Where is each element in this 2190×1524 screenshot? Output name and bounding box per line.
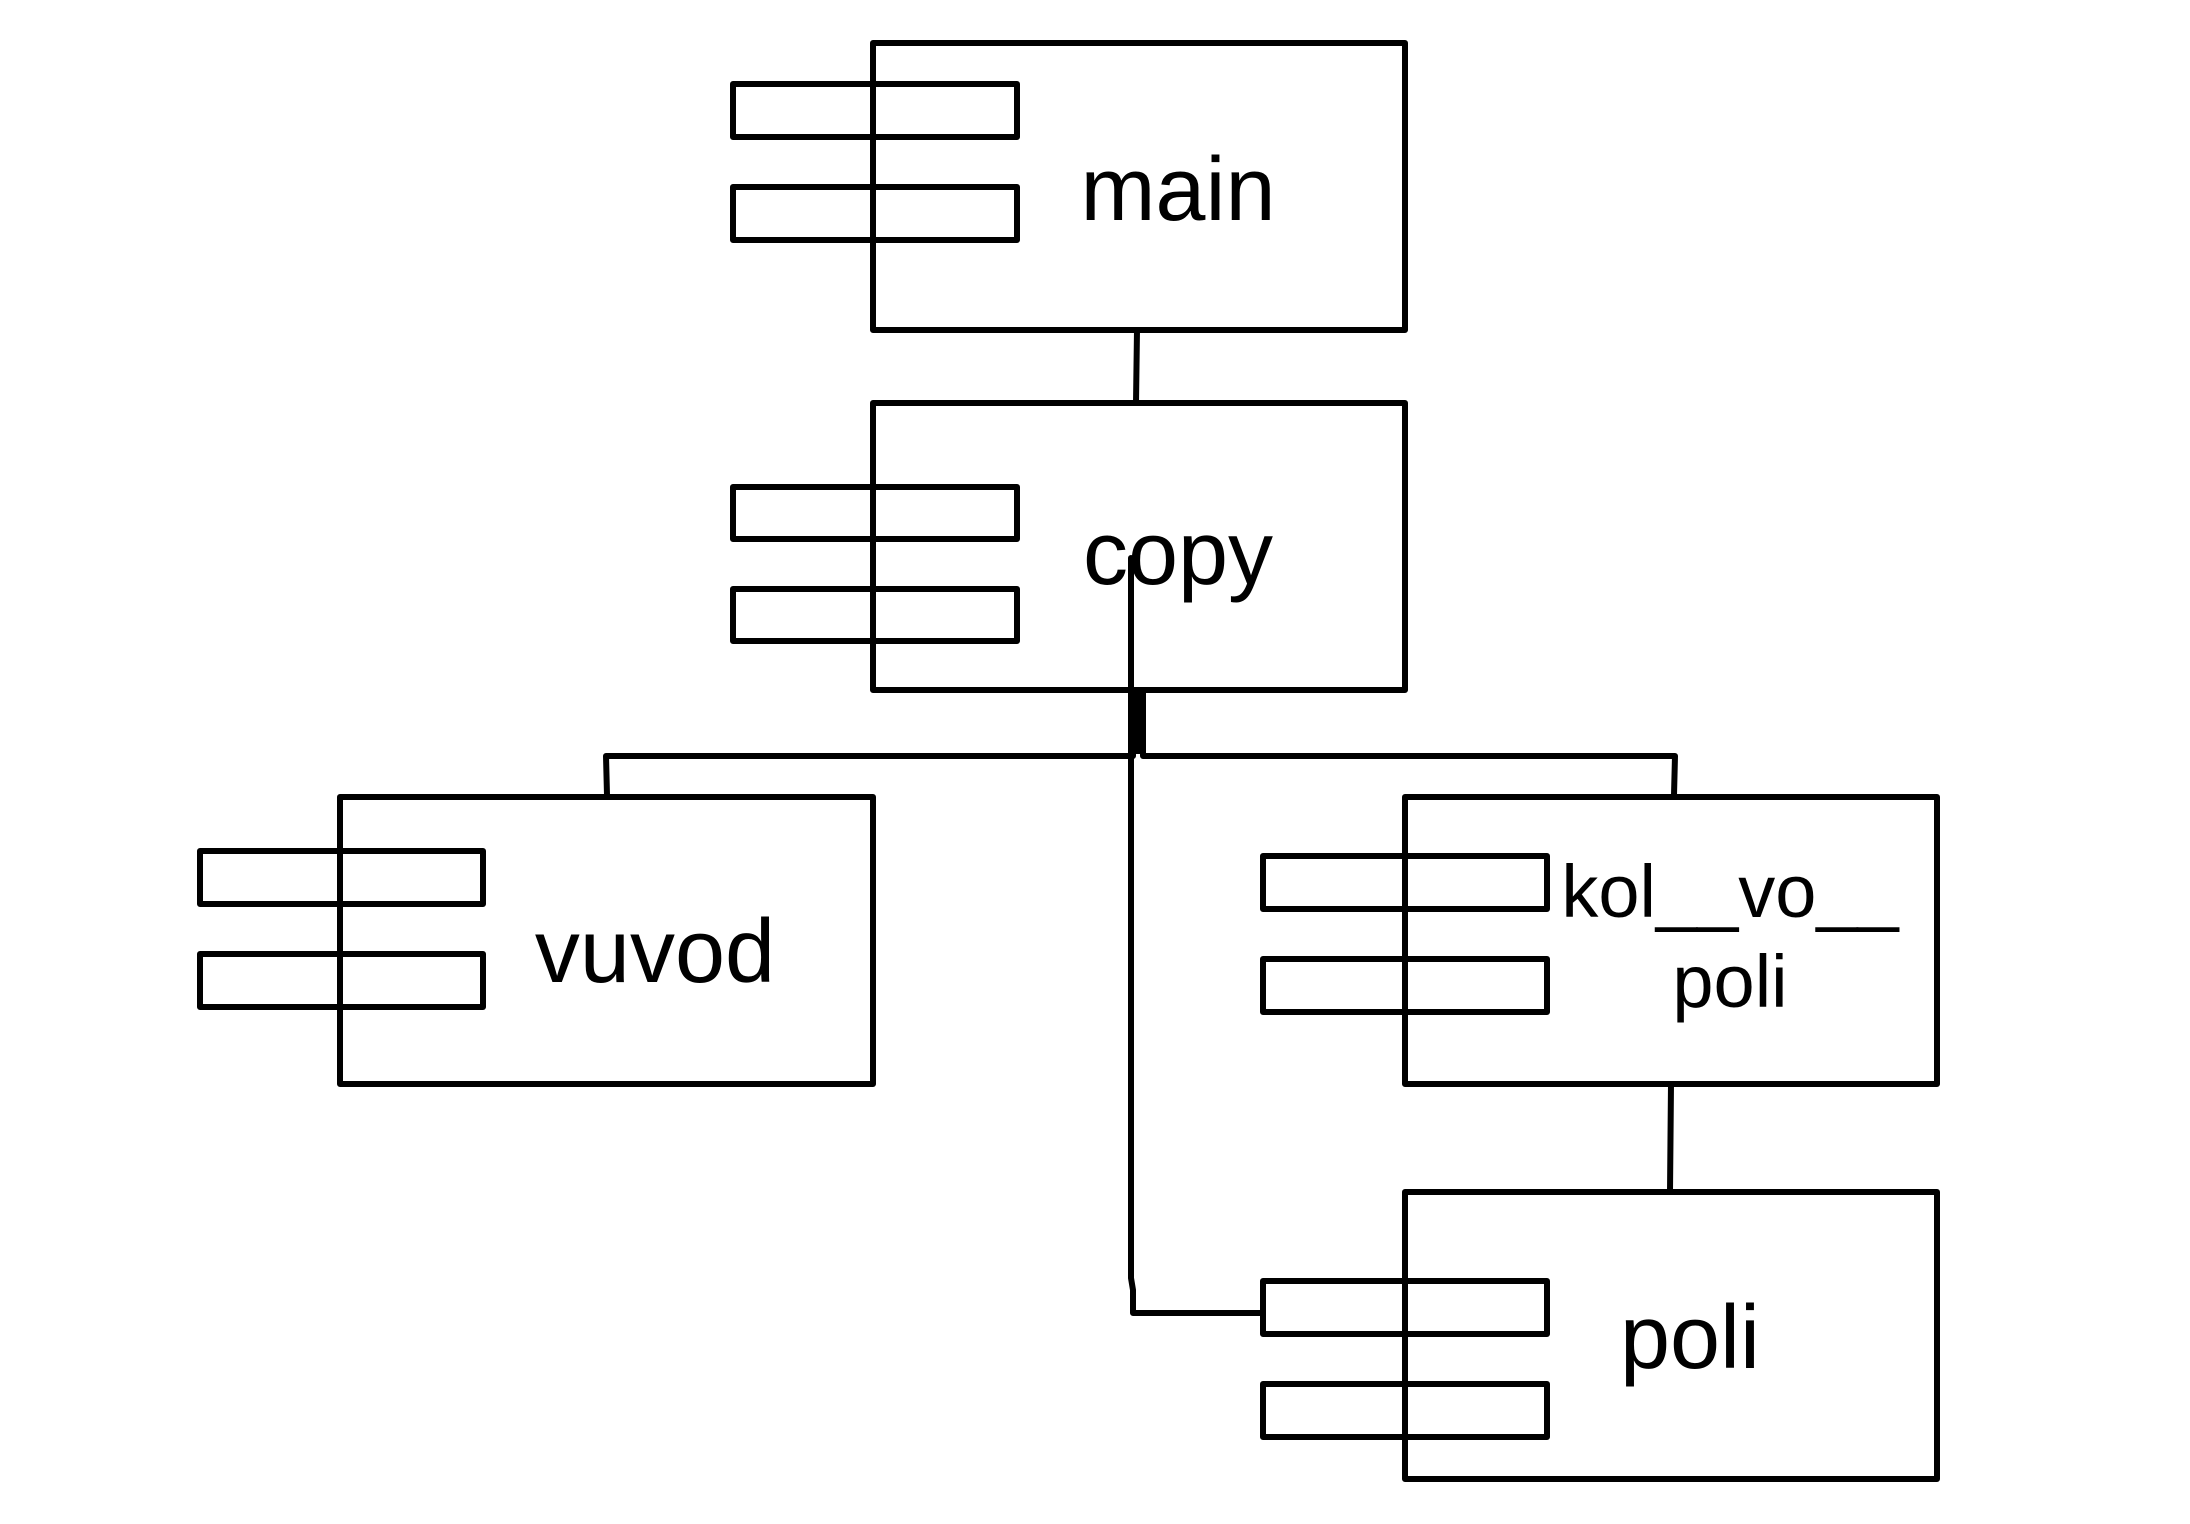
component-label: main — [1080, 140, 1275, 240]
connector-kol-vo-poli-to-poli — [1667, 1081, 1674, 1195]
component-copy[interactable]: copy — [730, 400, 1408, 693]
connector-copy-vuvod — [603, 687, 1136, 798]
component-label: copy — [1083, 504, 1273, 604]
component-poli[interactable]: poli — [1260, 1189, 1940, 1482]
connectors — [603, 327, 1678, 1316]
component-label-line-2: poli — [1672, 940, 1787, 1023]
connector-copy-poli — [1128, 555, 1265, 1316]
component-label: poli — [1620, 1288, 1760, 1388]
component-main[interactable]: main — [730, 40, 1408, 333]
component-label-line-1: kol__vo__ — [1561, 850, 1899, 933]
component-vuvod[interactable]: vuvod — [197, 794, 876, 1087]
connector-copy-kol-vo-poli — [1140, 687, 1678, 798]
connector-main-copy — [1133, 327, 1140, 406]
component-box — [1402, 794, 1940, 1087]
component-kol-vo-poli[interactable]: kol__vo__ poli — [1260, 794, 1940, 1087]
component-label: vuvod — [535, 902, 775, 1002]
connector-junction — [1130, 690, 1146, 754]
